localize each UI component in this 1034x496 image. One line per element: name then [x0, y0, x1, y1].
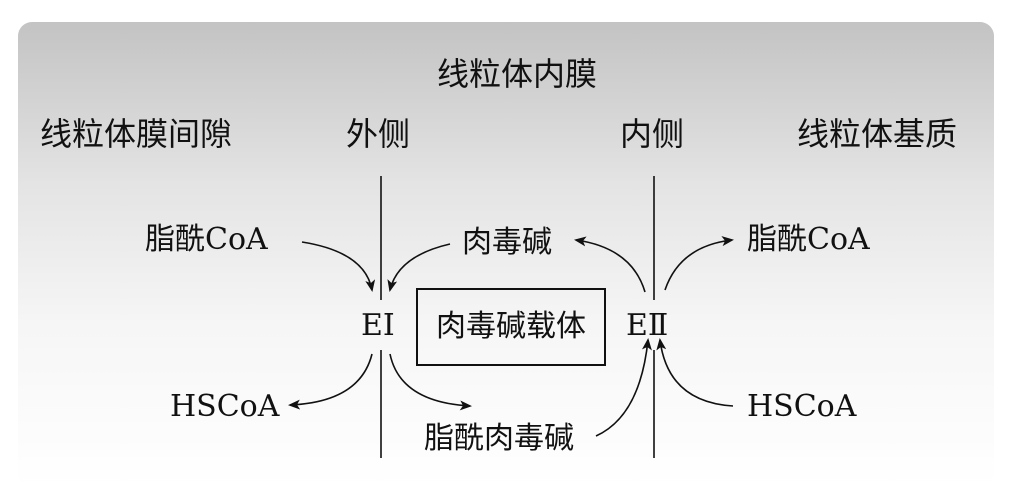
arrow-e1-to-acyl-carnitine	[389, 353, 472, 411]
arrow-acyl-carnitine-to-e2	[595, 338, 652, 437]
carnitine-carrier-box: 肉毒碱载体	[416, 288, 606, 366]
intermembrane-space-label: 线粒体膜间隙	[40, 115, 233, 153]
enzyme-e1: EⅠ	[361, 308, 395, 343]
acyl-carnitine-label: 脂酰肉毒碱	[424, 421, 574, 456]
matrix-label: 线粒体基质	[797, 115, 958, 153]
arrow-e1-to-hscoa	[288, 353, 373, 410]
acyl-coa-left: 脂酰CoA	[145, 222, 268, 257]
arrow-carnitine-to-e1	[387, 243, 451, 292]
diagram-background	[18, 22, 994, 488]
carnitine-carrier-label: 肉毒碱载体	[436, 309, 586, 344]
diagram-title: 线粒体内膜	[437, 55, 598, 93]
acyl-coa-right: 脂酰CoA	[747, 222, 870, 257]
inner-side-label: 内侧	[620, 115, 685, 153]
arrow-e2-to-carnitine	[574, 236, 646, 293]
arrow-acyl-coa-to-e1	[301, 241, 376, 292]
arrow-hscoa-to-e2	[656, 338, 734, 407]
hscoa-right: HSCoA	[747, 389, 857, 424]
enzyme-e2: EⅡ	[626, 308, 669, 343]
arrow-e2-to-acyl-coa	[664, 236, 734, 291]
outer-side-label: 外侧	[346, 115, 411, 153]
carnitine-label: 肉毒碱	[462, 225, 552, 260]
hscoa-left: HSCoA	[170, 389, 280, 424]
